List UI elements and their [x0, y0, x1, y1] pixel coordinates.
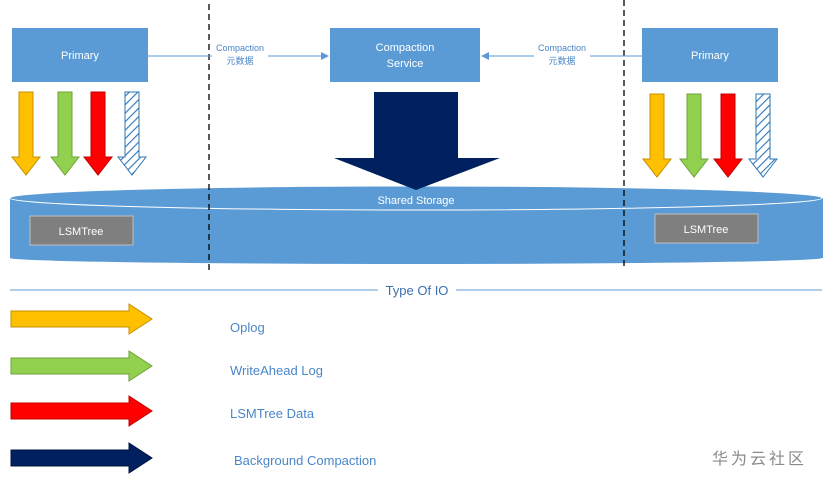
legend-compaction-arrow — [10, 442, 153, 474]
legend-oplog-label: Oplog — [230, 320, 265, 335]
lsm-data-down-arrow-left — [82, 91, 114, 176]
lsmtree-left-label: LSMTree — [59, 226, 104, 238]
hatched-down-arrow-left — [116, 91, 148, 176]
edge-left-label-1: Compaction — [216, 43, 264, 53]
lsmtree-right-label: LSMTree — [684, 224, 729, 236]
legend-oplog-arrow — [10, 303, 153, 335]
primary-left-box: Primary — [12, 28, 148, 82]
lsmtree-right: LSMTree — [654, 213, 759, 244]
shared-storage-label: Shared Storage — [377, 195, 454, 207]
legend-compaction-label: Background Compaction — [234, 453, 376, 468]
compaction-down-arrow — [334, 92, 500, 190]
legend-wal-arrow — [10, 350, 153, 382]
wal-down-arrow-right — [678, 93, 710, 178]
compaction-service-label-2: Service — [387, 58, 424, 70]
edge-right-label-1: Compaction — [538, 43, 586, 53]
primary-left-label: Primary — [61, 50, 99, 62]
lsm-data-down-arrow-right — [712, 93, 744, 178]
lsmtree-left: LSMTree — [29, 215, 134, 246]
edge-right-label-2: 元数据 — [548, 55, 575, 66]
wal-down-arrow-left — [49, 91, 81, 176]
left-io-arrows — [10, 91, 148, 176]
hatched-down-arrow-right — [747, 93, 779, 178]
legend-wal-label: WriteAhead Log — [230, 363, 323, 378]
right-io-arrows — [641, 93, 779, 178]
legend-lsm-data-label: LSMTree Data — [230, 406, 315, 421]
edge-left-label-2: 元数据 — [226, 55, 253, 66]
legend-lsm-data-arrow — [10, 395, 153, 427]
legend-title: Type Of IO — [386, 283, 449, 298]
primary-right-box: Primary — [642, 28, 778, 82]
oplog-down-arrow-right — [641, 93, 673, 178]
watermark: 华为云社区 — [712, 450, 807, 468]
compaction-service-box: Compaction Service — [330, 28, 480, 82]
primary-right-label: Primary — [691, 50, 729, 62]
compaction-service-label-1: Compaction — [376, 42, 435, 54]
oplog-down-arrow-left — [10, 91, 42, 176]
